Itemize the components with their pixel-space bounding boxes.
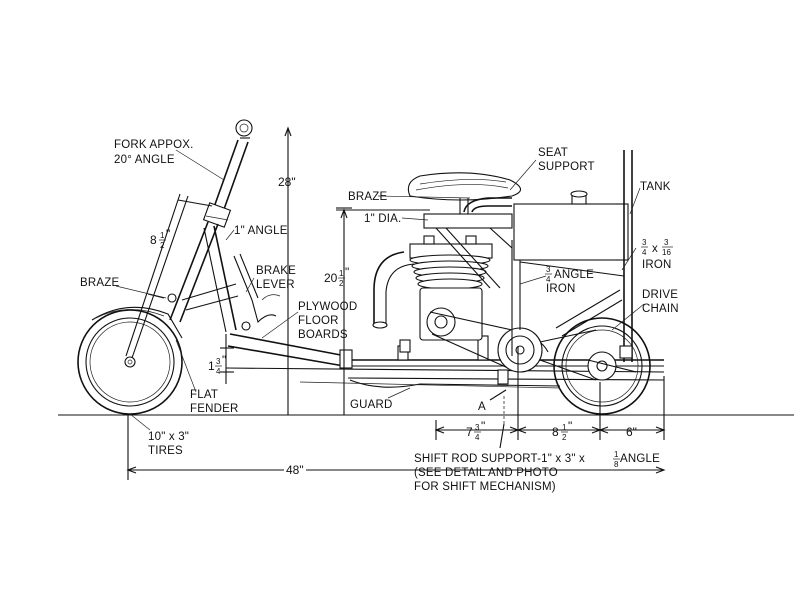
dim-6: 6"	[626, 425, 637, 439]
dim-7-whole: 7	[466, 425, 473, 439]
label-point-a: A	[478, 401, 486, 413]
dim-7-num: 3	[475, 423, 480, 432]
label-braze-left: BRAZE	[80, 277, 119, 289]
label-braze-top: BRAZE	[348, 191, 387, 203]
drive-chain	[429, 311, 617, 381]
iron-times: x	[652, 243, 658, 255]
rear-frame	[511, 150, 637, 373]
label-brake-2: LEVER	[256, 279, 295, 291]
dim-height-20-whole: 20	[324, 271, 338, 285]
label-drive-1: DRIVE	[642, 289, 678, 301]
dim-fork-whole: 8	[150, 233, 157, 247]
seat	[407, 172, 522, 214]
label-tank: TANK	[640, 181, 671, 193]
flat-fender	[91, 306, 183, 339]
label-guard: GUARD	[350, 399, 393, 411]
svg-text:": "	[345, 265, 349, 279]
label-shift-2: (SEE DETAIL AND PHOTO	[414, 467, 558, 479]
label-tires-1: 10" x 3"	[148, 431, 189, 443]
dim-small-den: 4	[216, 367, 221, 376]
seat-support	[423, 197, 513, 289]
iron-frac-a-den: 4	[642, 248, 647, 257]
dim-fork-den: 2	[160, 241, 165, 250]
dim-small-num: 3	[216, 357, 221, 366]
label-flat-2: FENDER	[190, 403, 238, 415]
dim-small-whole: 1	[208, 359, 215, 373]
iron-frac-b-den: 16	[662, 248, 671, 257]
brake-lever	[233, 253, 281, 331]
dim-7-den: 4	[475, 433, 480, 442]
dim-8-whole: 8	[552, 425, 559, 439]
guard	[349, 379, 561, 388]
label-fork: FORK APPOX.	[114, 139, 194, 151]
label-angle-iron-2: IRON	[546, 283, 576, 295]
label-shift-3: FOR SHIFT MECHANISM)	[414, 481, 556, 493]
label-tires-2: TIRES	[148, 445, 183, 457]
label-shift-1: SHIFT ROD SUPPORT-1" x 3" x	[414, 453, 585, 465]
label-seat-support-1: SEAT	[538, 147, 568, 159]
label-iron-right: IRON	[642, 259, 672, 271]
angle-iron-frac-num: 3	[546, 265, 551, 274]
svg-text:": "	[222, 353, 226, 367]
shift-frac-num: 1	[614, 450, 619, 459]
label-angle-iron-1: ANGLE	[554, 269, 594, 281]
dim-8-den: 2	[562, 433, 567, 442]
svg-text:": "	[481, 419, 485, 433]
dim-height-20-den: 2	[339, 279, 344, 288]
dim-8-num: 1	[562, 423, 567, 432]
dim-height-28: 28"	[278, 175, 296, 189]
iron-frac-b-num: 3	[664, 238, 669, 247]
dim-fork-num: 1	[160, 231, 165, 240]
fork-assembly	[125, 119, 253, 359]
angle-iron-frac-den: 4	[546, 275, 551, 284]
label-plywood-1: PLYWOOD	[298, 301, 357, 313]
iron-frac-a-num: 3	[642, 238, 647, 247]
shift-frac-den: 8	[614, 460, 619, 469]
label-plywood-3: BOARDS	[298, 329, 348, 341]
label-seat-support-2: SUPPORT	[538, 161, 595, 173]
dim-overall-48: 48"	[286, 463, 304, 477]
label-fork-angle: 20° ANGLE	[114, 154, 175, 166]
svg-text:": "	[568, 419, 572, 433]
label-drive-2: CHAIN	[642, 303, 679, 315]
label-brake-1: BRAKE	[256, 265, 296, 277]
svg-text:": "	[166, 227, 170, 241]
tank	[513, 190, 629, 261]
label-one-inch-angle: 1" ANGLE	[234, 225, 288, 237]
dim-height-20-num: 1	[339, 269, 344, 278]
front-wheel	[77, 309, 183, 415]
label-flat-1: FLAT	[190, 389, 218, 401]
label-one-inch-dia: 1" DIA.	[364, 213, 401, 225]
label-shift-1-tail: ANGLE	[620, 453, 660, 465]
engine	[372, 235, 493, 353]
label-plywood-2: FLOOR	[298, 315, 339, 327]
